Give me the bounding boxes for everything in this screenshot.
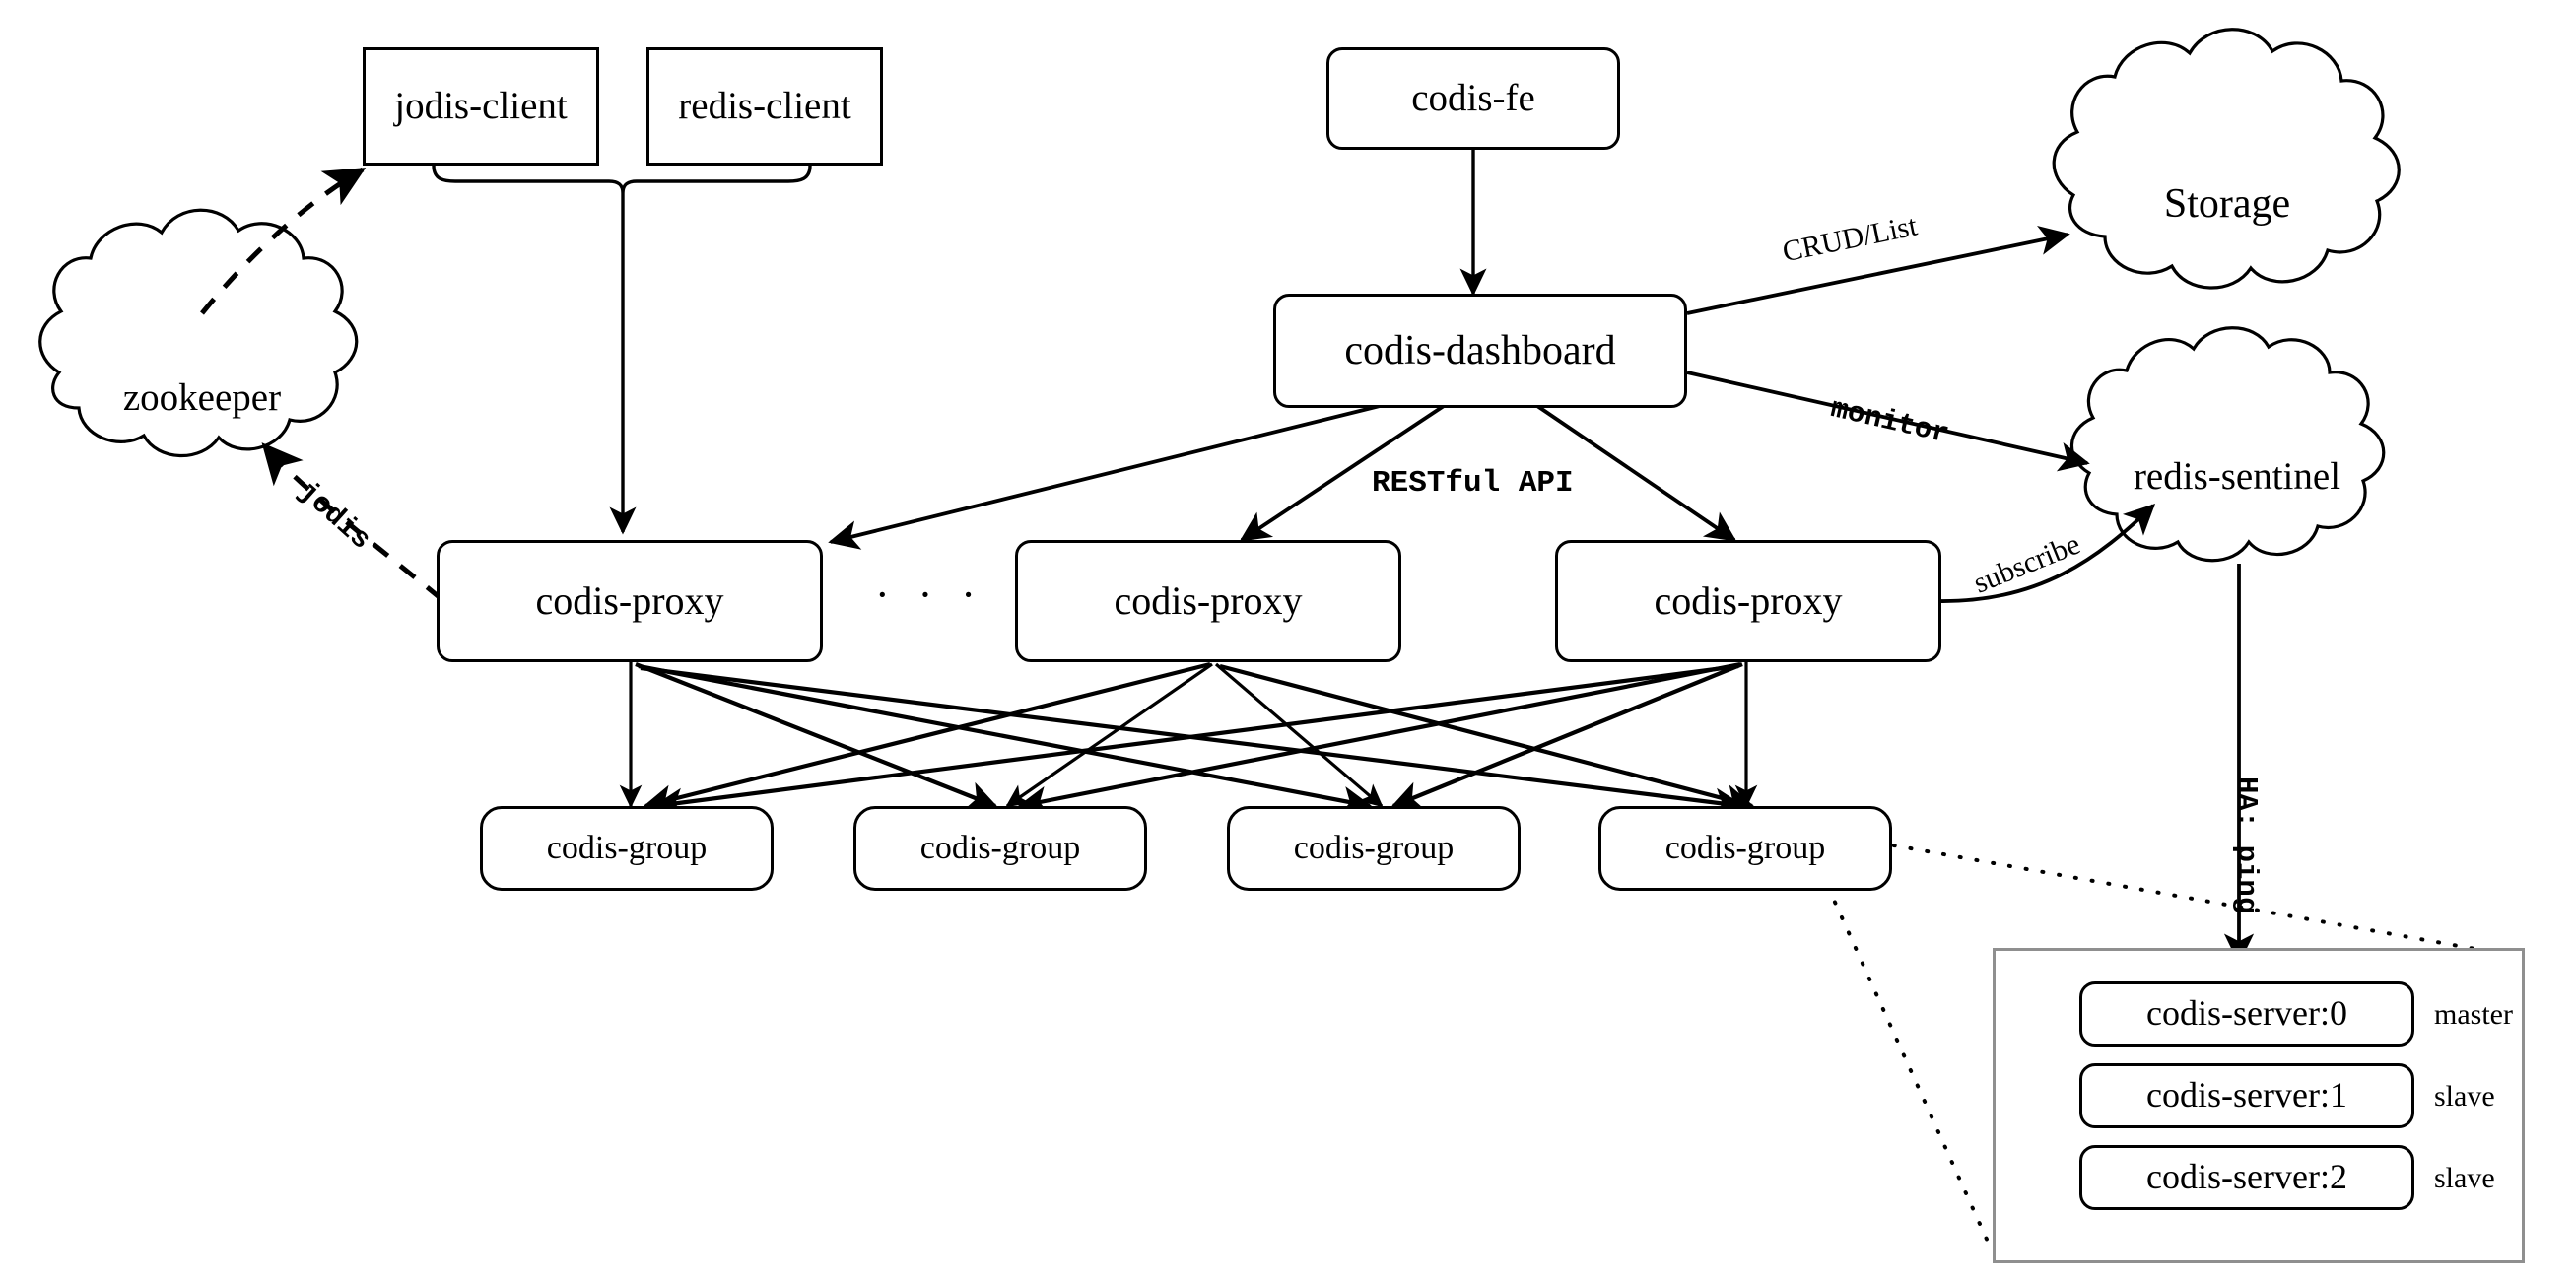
codis-server-label: codis-server:1	[2146, 1075, 2347, 1115]
jodis-client-box[interactable]: jodis-client	[363, 47, 599, 166]
redis-client-label: redis-client	[678, 84, 851, 127]
storage-cloud-shape	[2052, 28, 2401, 290]
dashboard-to-proxy3-arrow	[1535, 404, 1737, 542]
codis-server-label: codis-server:0	[2146, 993, 2347, 1034]
proxy-to-zookeeper-jodis-arrow	[261, 442, 443, 601]
codis-group-box-3[interactable]: codis-group	[1227, 806, 1521, 891]
codis-server-box-1[interactable]: codis-server:1	[2079, 1063, 2414, 1128]
dashboard-to-proxy2-arrow	[1239, 404, 1446, 542]
dashboard-to-proxy1-arrow	[828, 404, 1381, 550]
codis-group-box-2[interactable]: codis-group	[853, 806, 1147, 891]
zookeeper-to-jodis-client-arrow	[200, 167, 367, 315]
codis-group-label: codis-group	[546, 830, 708, 867]
proxy-to-sentinel-subscribe-arrow	[1935, 504, 2156, 603]
proxy-group-mesh	[619, 661, 1758, 818]
zookeeper-cloud-label: zookeeper	[122, 375, 282, 419]
codis-fe-label: codis-fe	[1411, 76, 1535, 119]
codis-proxy-label: codis-proxy	[535, 578, 724, 623]
client-brace	[432, 165, 812, 194]
codis-server-box-2[interactable]: codis-server:2	[2079, 1145, 2414, 1210]
redis-sentinel-cloud-shape	[2069, 326, 2386, 563]
codis-server-role-2: slave	[2434, 1162, 2495, 1194]
group-to-panel-dotted-lines	[1826, 841, 2505, 1246]
codis-dashboard-label: codis-dashboard	[1344, 327, 1616, 373]
codis-group-box-1[interactable]: codis-group	[480, 806, 774, 891]
storage-cloud-label: Storage	[2163, 181, 2291, 227]
codis-fe-box[interactable]: codis-fe	[1326, 47, 1620, 150]
dashboard-to-sentinel-arrow	[1686, 371, 2090, 472]
redis-client-box[interactable]: redis-client	[646, 47, 883, 166]
codis-proxy-box-1[interactable]: codis-proxy	[437, 540, 823, 662]
proxy-ellipsis: · · ·	[875, 571, 984, 619]
codis-server-label: codis-server:2	[2146, 1157, 2347, 1197]
codis-group-box-4[interactable]: codis-group	[1598, 806, 1892, 891]
redis-sentinel-cloud-label: redis-sentinel	[2133, 454, 2341, 498]
codis-proxy-label: codis-proxy	[1114, 578, 1303, 623]
codis-proxy-label: codis-proxy	[1654, 578, 1843, 623]
codis-proxy-box-2[interactable]: codis-proxy	[1015, 540, 1401, 662]
restful-api-edge-label: RESTful API	[1372, 466, 1574, 501]
codis-group-label: codis-group	[1664, 830, 1826, 867]
dashboard-to-storage-arrow	[1686, 225, 2070, 315]
jodis-client-label: jodis-client	[394, 84, 568, 127]
ha-ping-edge-label: HA: ping	[2230, 777, 2263, 914]
codis-group-label: codis-group	[919, 830, 1081, 867]
codis-dashboard-box[interactable]: codis-dashboard	[1273, 294, 1687, 408]
codis-proxy-box-3[interactable]: codis-proxy	[1555, 540, 1941, 662]
codis-server-role-0: master	[2434, 998, 2513, 1031]
zookeeper-cloud-shape	[38, 208, 359, 458]
codis-server-box-0[interactable]: codis-server:0	[2079, 981, 2414, 1047]
codis-group-label: codis-group	[1293, 830, 1455, 867]
codis-server-role-1: slave	[2434, 1080, 2495, 1113]
